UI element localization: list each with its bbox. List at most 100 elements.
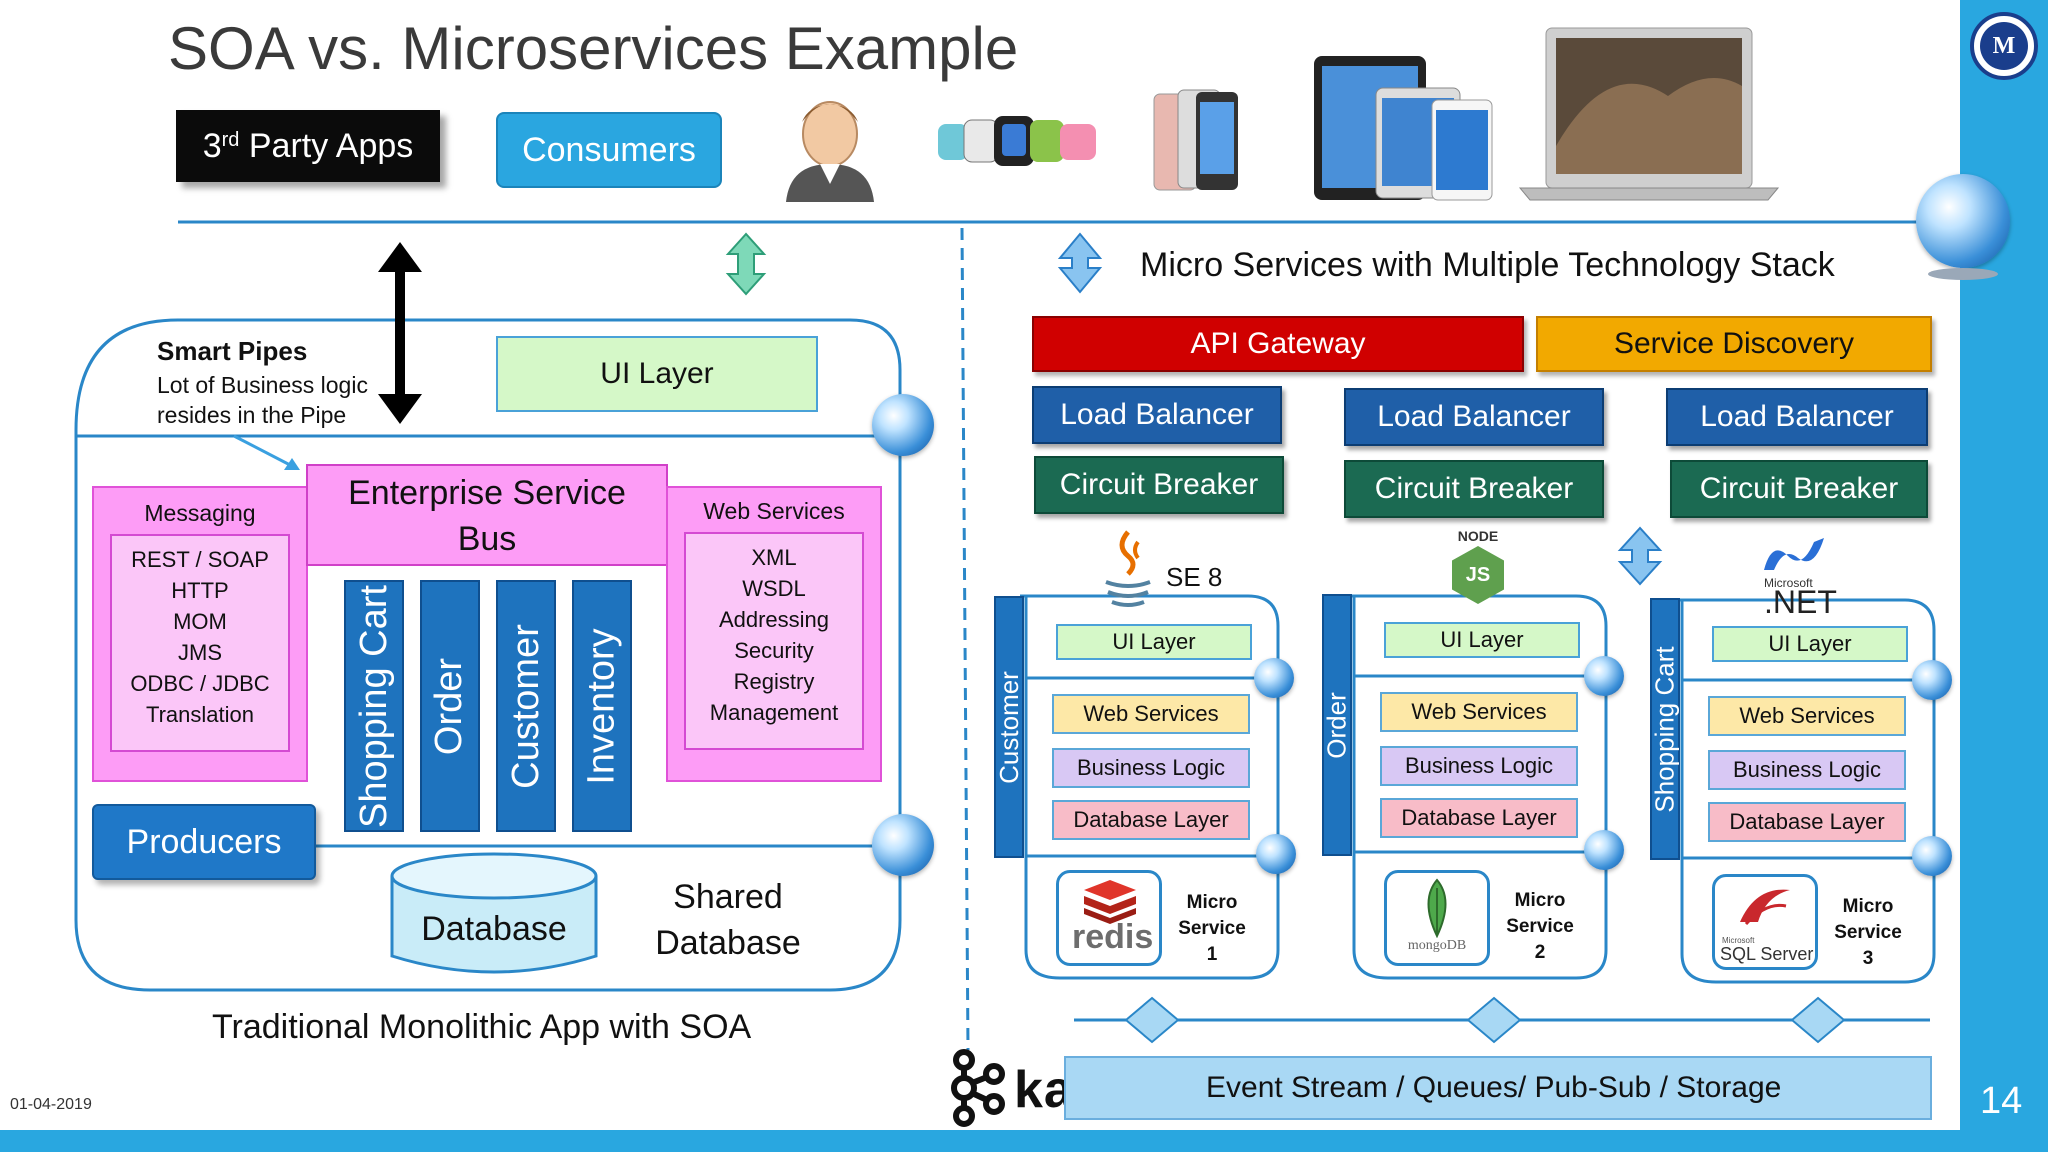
- esb-line1: Enterprise Service: [348, 474, 626, 512]
- load-balancer-2-label: Load Balancer: [1377, 400, 1571, 433]
- ms2-service-label: Service: [1506, 916, 1574, 937]
- mongodb-label: mongoDB: [1407, 938, 1467, 953]
- sqlserver-label: SQL Server: [1720, 944, 1814, 964]
- shared-database-line2: Database: [655, 924, 801, 962]
- third-party-rest: Party Apps: [239, 126, 414, 165]
- ms2-ui-layer: UI Layer: [1384, 622, 1580, 658]
- esb-line2: Bus: [457, 520, 517, 558]
- messaging-item: ODBC / JDBC: [130, 671, 270, 696]
- web-services-title: Web Services: [703, 498, 845, 524]
- messaging-item: MOM: [173, 609, 227, 634]
- globe-icon-ms3-top: [1912, 660, 1952, 700]
- java-logo-icon: [1105, 530, 1151, 607]
- api-gateway-label: API Gateway: [1190, 327, 1366, 360]
- ms3-business-logic: Business Logic: [1708, 750, 1906, 790]
- load-balancer-3-label: Load Balancer: [1700, 400, 1894, 433]
- service-discovery-box: Service Discovery: [1536, 316, 1932, 372]
- ms1-web-services-label: Web Services: [1083, 701, 1219, 726]
- logo-inner: M: [1980, 22, 2028, 70]
- globe-icon-ms2-top: [1584, 656, 1624, 696]
- ms1-web-services: Web Services: [1052, 694, 1250, 734]
- logo-letter: M: [1992, 32, 2016, 59]
- ms2-database-layer-label: Database Layer: [1401, 805, 1557, 830]
- messaging-item: JMS: [178, 640, 222, 665]
- load-balancer-3: Load Balancer: [1666, 388, 1928, 446]
- circuit-breaker-2-label: Circuit Breaker: [1374, 472, 1574, 505]
- globe-icon-ms1-bottom: [1256, 834, 1296, 874]
- dotnet-microsoft-label: Microsoft: [1764, 576, 1813, 590]
- smart-pipes-title: Smart Pipes: [157, 336, 308, 366]
- ms2-number: 2: [1534, 942, 1546, 963]
- circuit-breaker-2: Circuit Breaker: [1344, 460, 1604, 518]
- redis-label: redis: [1072, 918, 1154, 956]
- sqlserver-logo-icon: [1712, 874, 1818, 970]
- ms3-ui-layer-label: UI Layer: [1768, 631, 1852, 656]
- event-stream-label: Event Stream / Queues/ Pub-Sub / Storage: [1206, 1071, 1782, 1104]
- ms1-micro-label: Micro: [1186, 892, 1238, 913]
- module-customer-label: Customer: [504, 623, 547, 789]
- ms1-side-label: Customer: [993, 670, 1024, 784]
- circuit-breaker-3: Circuit Breaker: [1670, 460, 1928, 518]
- ms2-database-layer: Database Layer: [1380, 798, 1578, 838]
- producers-label: Producers: [126, 822, 282, 861]
- load-balancer-2: Load Balancer: [1344, 388, 1604, 446]
- circuit-breaker-1: Circuit Breaker: [1034, 456, 1284, 514]
- ms2-side-label: Order: [1321, 691, 1352, 759]
- ms3-side-label: Shopping Cart: [1649, 645, 1680, 813]
- micro-header: Micro Services with Multiple Technology …: [1140, 246, 1835, 284]
- smartphones-icon: [1153, 89, 1238, 191]
- module-customer: Customer: [496, 580, 556, 832]
- event-stream-box: Event Stream / Queues/ Pub-Sub / Storage: [1064, 1056, 1932, 1120]
- sqlserver-microsoft-label: Microsoft: [1722, 936, 1755, 945]
- globe-icon-soa-top: [872, 394, 934, 456]
- ms1-ui-layer-label: UI Layer: [1112, 629, 1196, 654]
- circuit-breaker-3-label: Circuit Breaker: [1699, 472, 1899, 505]
- soa-ui-layer: UI Layer: [496, 336, 818, 412]
- ms1-business-logic-label: Business Logic: [1077, 755, 1225, 780]
- ms3-service-label: Service: [1834, 922, 1902, 943]
- third-party-sup: rd: [221, 128, 240, 151]
- globe-icon-ms2-bottom: [1584, 830, 1624, 870]
- circuit-breaker-1-label: Circuit Breaker: [1059, 468, 1259, 501]
- module-shopping-cart-label: Shopping Cart: [352, 584, 395, 828]
- redis-cube-icon: [1084, 880, 1136, 924]
- ms3-ui-layer: UI Layer: [1712, 626, 1908, 662]
- page-number: 14: [1980, 1080, 2023, 1122]
- messaging-title: Messaging: [144, 500, 256, 526]
- ms2-web-services: Web Services: [1380, 692, 1578, 732]
- web-services-item: Addressing: [718, 607, 830, 632]
- web-services-item: Security: [734, 638, 814, 663]
- ms1-service-label: Service: [1178, 918, 1246, 939]
- ms3-business-logic-label: Business Logic: [1733, 757, 1881, 782]
- logo-badge: M: [1970, 12, 2038, 80]
- kafka-logo-icon: [951, 1049, 1005, 1127]
- module-inventory: Inventory: [572, 580, 632, 832]
- web-services-item: WSDL: [742, 576, 806, 601]
- ms3-database-layer-label: Database Layer: [1729, 809, 1885, 834]
- laptop-icon: [1518, 27, 1780, 201]
- ms3-web-services: Web Services: [1708, 696, 1906, 736]
- smart-pipes-line1: Lot of Business logic: [157, 372, 368, 398]
- soa-caption: Traditional Monolithic App with SOA: [212, 1008, 752, 1046]
- footer-date: 01-04-2019: [10, 1096, 92, 1113]
- consumers-box: Consumers: [496, 112, 722, 188]
- globe-icon-soa-bottom: [872, 814, 934, 876]
- globe-icon-ms3-bottom: [1912, 836, 1952, 876]
- database-label: Database: [421, 910, 567, 948]
- consumers-label: Consumers: [522, 130, 696, 169]
- ms3-micro-label: Micro: [1842, 896, 1894, 917]
- user-icon: [786, 101, 874, 202]
- ms1-database-layer-label: Database Layer: [1073, 807, 1229, 832]
- page-title: SOA vs. Microservices Example: [168, 15, 1019, 82]
- ms1-ui-layer: UI Layer: [1056, 624, 1252, 660]
- mongodb-leaf-icon: [1427, 878, 1447, 938]
- api-gateway-box: API Gateway: [1032, 316, 1524, 372]
- producers-box: Producers: [92, 804, 316, 880]
- ms1-side-bar: Customer: [994, 596, 1024, 858]
- ms3-web-services-label: Web Services: [1739, 703, 1875, 728]
